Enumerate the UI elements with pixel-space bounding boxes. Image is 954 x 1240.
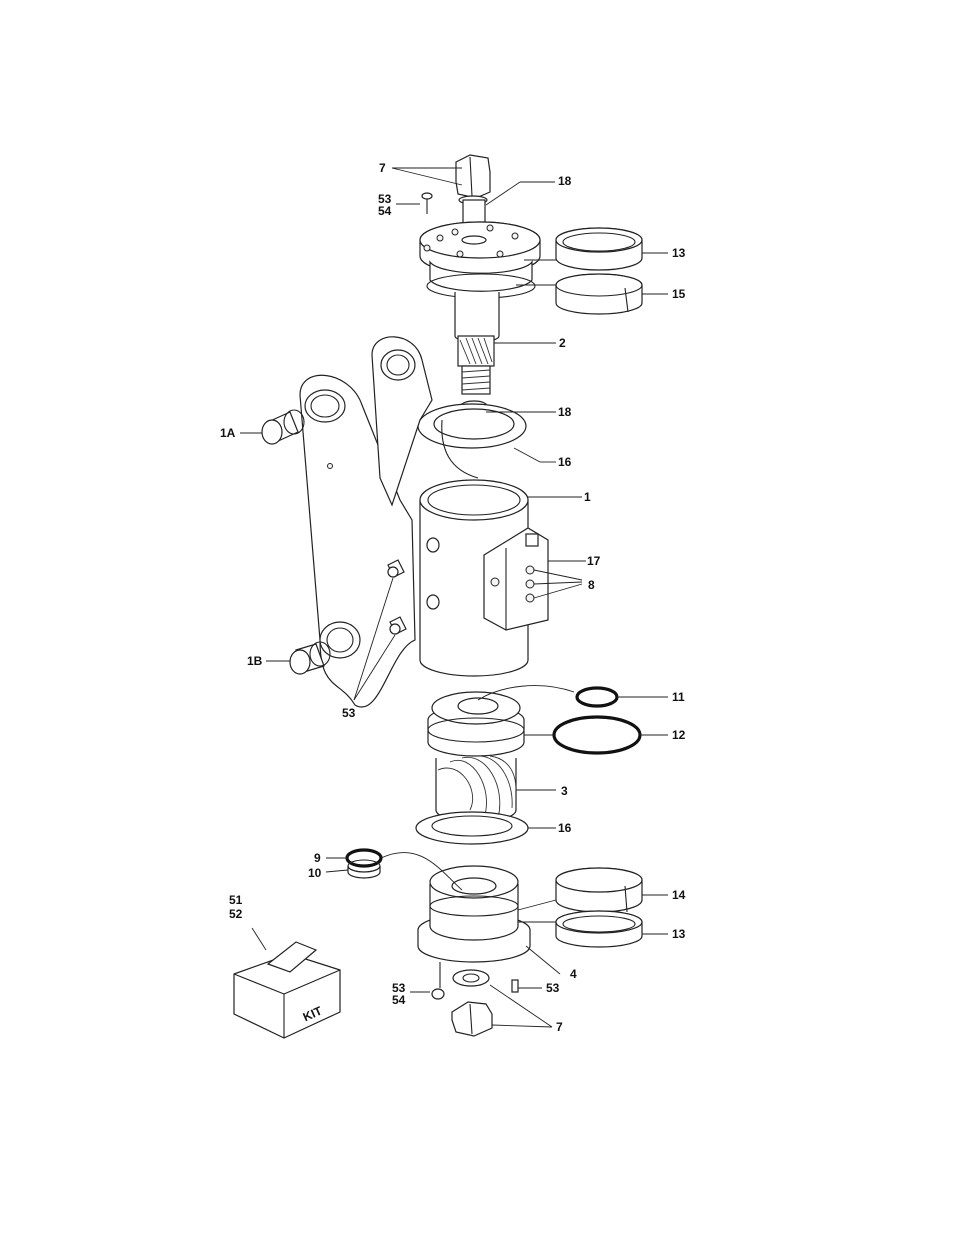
- seal-ring-15: [556, 274, 642, 314]
- callout-53-bottom-right: 53: [546, 981, 560, 995]
- callout-16-top: 16: [558, 455, 572, 469]
- bushing-1A: [262, 410, 304, 444]
- upper-thrust-washer: [418, 404, 526, 448]
- piston-head: [428, 692, 524, 756]
- callout-7-bottom: 7: [556, 1020, 563, 1034]
- lower-screw-53: [432, 962, 444, 999]
- callout-1B: 1B: [247, 654, 263, 668]
- callout-4: 4: [570, 967, 577, 981]
- callout-1: 1: [584, 490, 591, 504]
- callout-52: 52: [229, 907, 243, 921]
- callout-18-mid: 18: [558, 405, 572, 419]
- callout-7-top: 7: [379, 161, 386, 175]
- o-ring-11: [577, 688, 617, 706]
- lower-washer: [453, 970, 489, 986]
- o-ring-12: [554, 717, 640, 753]
- callout-10: 10: [308, 866, 322, 880]
- callout-8: 8: [588, 578, 595, 592]
- lower-nut: [452, 1002, 492, 1036]
- callout-11: 11: [672, 690, 685, 704]
- callout-16-bottom: 16: [558, 821, 572, 835]
- callout-1A: 1A: [220, 426, 236, 440]
- callout-3: 3: [561, 784, 568, 798]
- seal-ring-14: [556, 868, 642, 912]
- lower-thrust-washer: [416, 812, 528, 844]
- callout-14: 14: [672, 888, 686, 902]
- callout-53-mid: 53: [342, 706, 356, 720]
- callout-18-top: 18: [558, 174, 572, 188]
- end-cap: [418, 866, 530, 962]
- pinion-gear-shaft: [458, 336, 494, 394]
- callout-12: 12: [672, 728, 686, 742]
- callout-13-bottom: 13: [672, 927, 686, 941]
- callout-17: 17: [587, 554, 601, 568]
- top-screw-53: [422, 193, 432, 214]
- callout-54-bottom: 54: [392, 993, 406, 1007]
- top-bolt: [456, 155, 490, 204]
- callout-13-top: 13: [672, 246, 686, 260]
- callout-54-top: 54: [378, 204, 392, 218]
- callout-2: 2: [559, 336, 566, 350]
- callout-51: 51: [229, 893, 243, 907]
- seal-ring-13-bottom: [556, 911, 642, 947]
- callout-15: 15: [672, 287, 686, 301]
- dowel-pin-53: [512, 980, 518, 992]
- callout-9: 9: [314, 851, 321, 865]
- o-ring-9: [347, 850, 381, 866]
- kit-box: KIT: [234, 942, 340, 1038]
- seal-ring-13-top: [556, 228, 642, 270]
- top-cap: [420, 200, 540, 342]
